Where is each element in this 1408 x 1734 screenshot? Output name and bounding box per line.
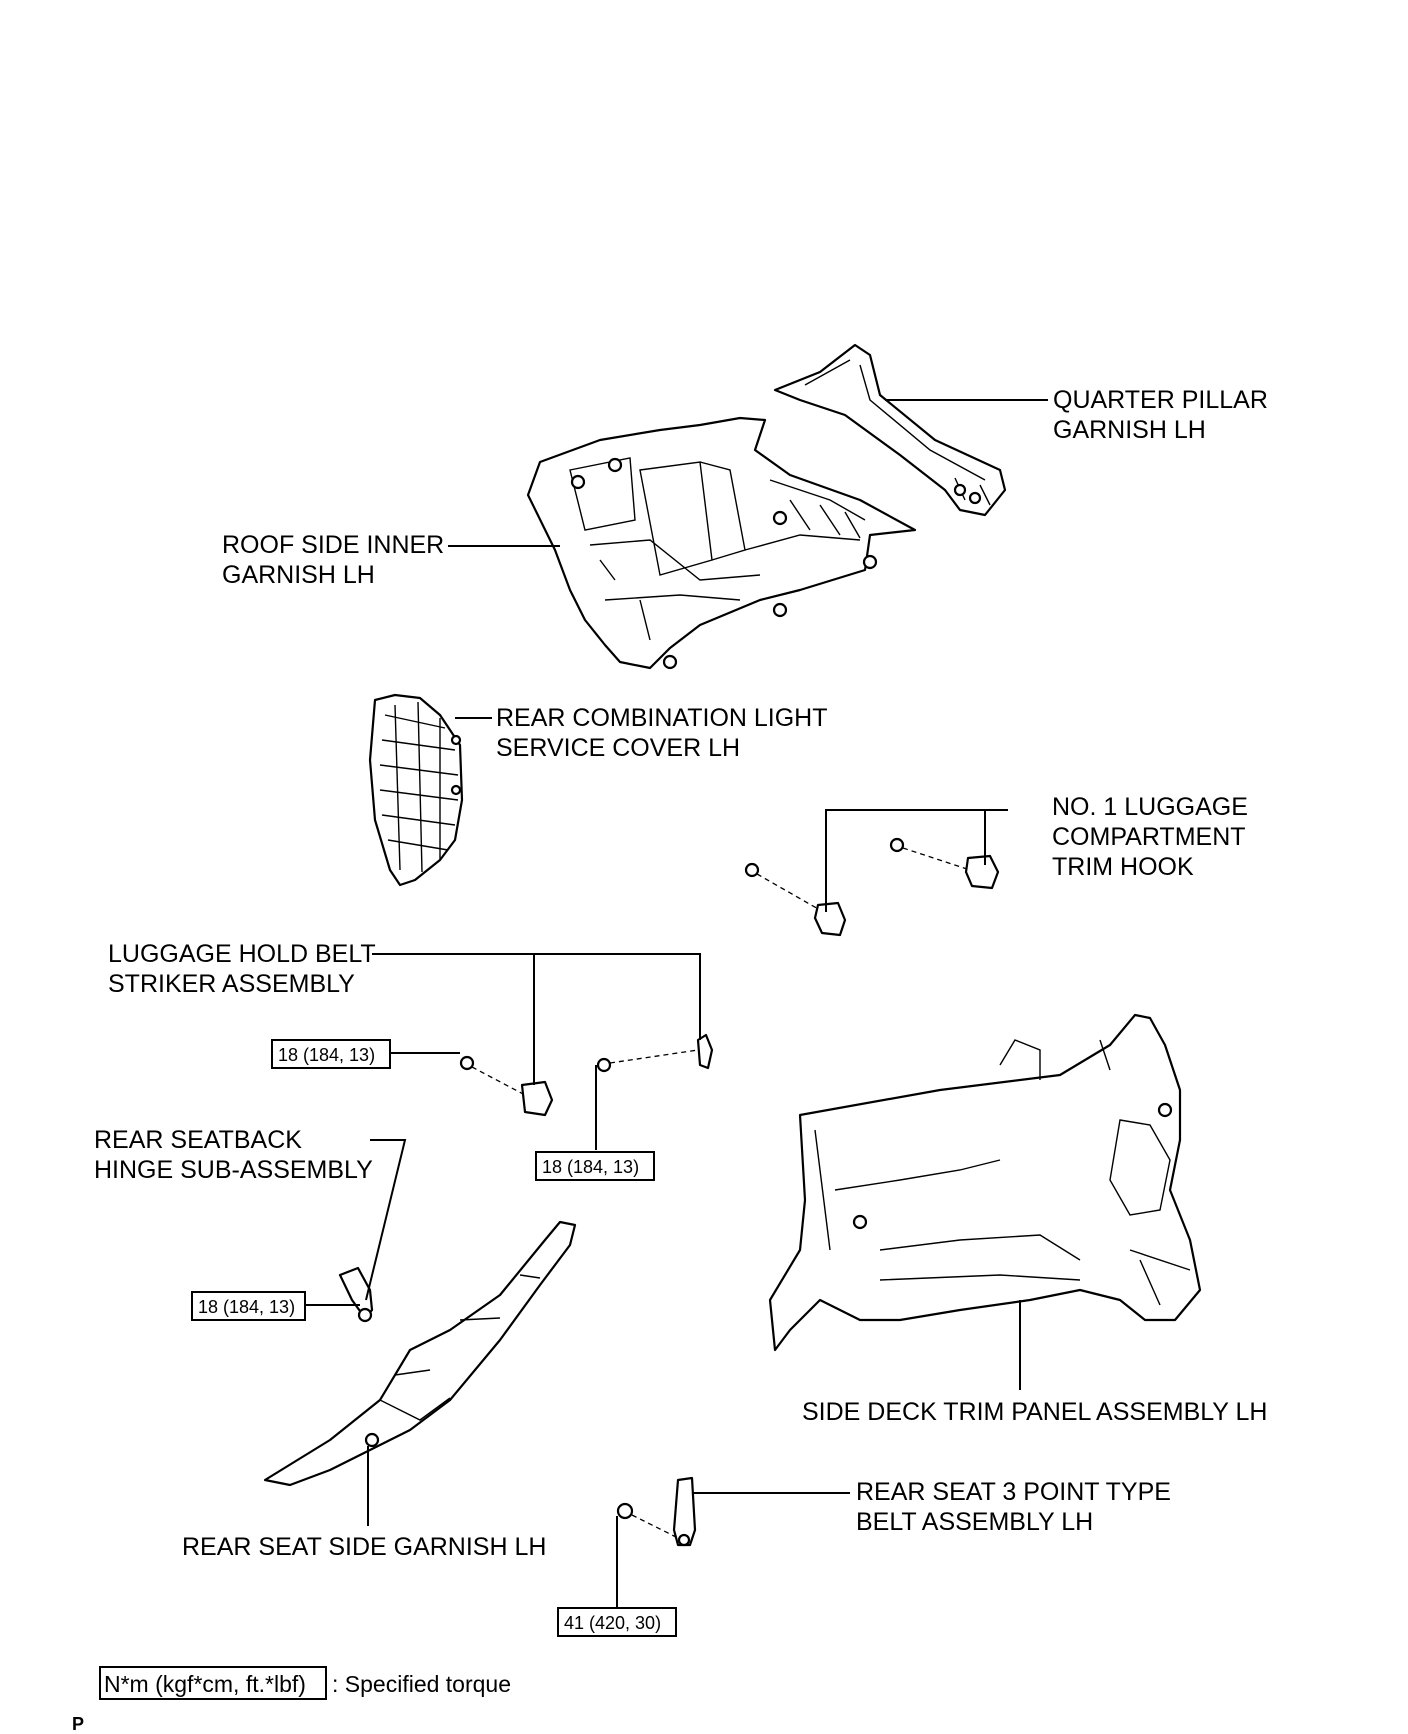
label-hold-belt-line1: LUGGAGE HOLD BELT <box>108 940 376 968</box>
label-roof-side-line1: ROOF SIDE INNER <box>222 531 444 559</box>
label-rear-combo-line2: SERVICE COVER LH <box>496 734 740 762</box>
rear-combination-light-service-cover-part <box>368 693 464 887</box>
rear-seat-side-garnish-part <box>263 1220 577 1487</box>
side-deck-trim-panel-part <box>768 1013 1202 1352</box>
leader-lines <box>305 399 1048 1608</box>
label-luggage-hook-line3: TRIM HOOK <box>1052 853 1194 881</box>
torque-striker-left: 18 (184, 13) <box>278 1045 375 1065</box>
legend-unit: N*m (kgf*cm, ft.*lbf) <box>104 1671 306 1697</box>
label-roof-side-line2: GARNISH LH <box>222 561 375 589</box>
roof-side-inner-garnish-part <box>526 416 917 670</box>
torque-hinge: 18 (184, 13) <box>198 1297 295 1317</box>
label-seatback-hinge-line1: REAR SEATBACK <box>94 1126 302 1154</box>
footer-mark: P <box>72 1714 84 1734</box>
label-side-deck: SIDE DECK TRIM PANEL ASSEMBLY LH <box>802 1398 1267 1426</box>
label-rear-combo-line1: REAR COMBINATION LIGHT <box>496 704 828 732</box>
label-quarter-pillar-line1: QUARTER PILLAR <box>1053 386 1268 414</box>
label-seat-belt-line2: BELT ASSEMBLY LH <box>856 1508 1093 1536</box>
label-seat-belt-line1: REAR SEAT 3 POINT TYPE <box>856 1478 1171 1506</box>
legend-description: : Specified torque <box>332 1671 511 1697</box>
label-luggage-hook-line1: NO. 1 LUGGAGE <box>1052 793 1248 821</box>
rear-seat-belt-part <box>616 1476 697 1547</box>
luggage-hold-belt-striker-parts <box>459 1033 714 1117</box>
torque-striker-right: 18 (184, 13) <box>542 1157 639 1177</box>
label-quarter-pillar-line2: GARNISH LH <box>1053 416 1206 444</box>
torque-belt: 41 (420, 30) <box>564 1613 661 1633</box>
luggage-trim-hook-parts <box>744 837 1000 937</box>
label-hold-belt-line2: STRIKER ASSEMBLY <box>108 970 355 998</box>
label-seatback-hinge-line2: HINGE SUB-ASSEMBLY <box>94 1156 373 1184</box>
rear-seatback-hinge-part <box>338 1266 374 1323</box>
label-luggage-hook-line2: COMPARTMENT <box>1052 823 1246 851</box>
torque-specs: 18 (184, 13) 18 (184, 13) 18 (184, 13) 4… <box>191 1039 677 1637</box>
part-labels: QUARTER PILLAR GARNISH LH ROOF SIDE INNE… <box>94 386 1268 1561</box>
torque-legend: N*m (kgf*cm, ft.*lbf) : Specified torque <box>99 1666 511 1700</box>
quarter-pillar-garnish-part <box>773 343 1007 517</box>
label-seat-side-garnish: REAR SEAT SIDE GARNISH LH <box>182 1533 546 1561</box>
